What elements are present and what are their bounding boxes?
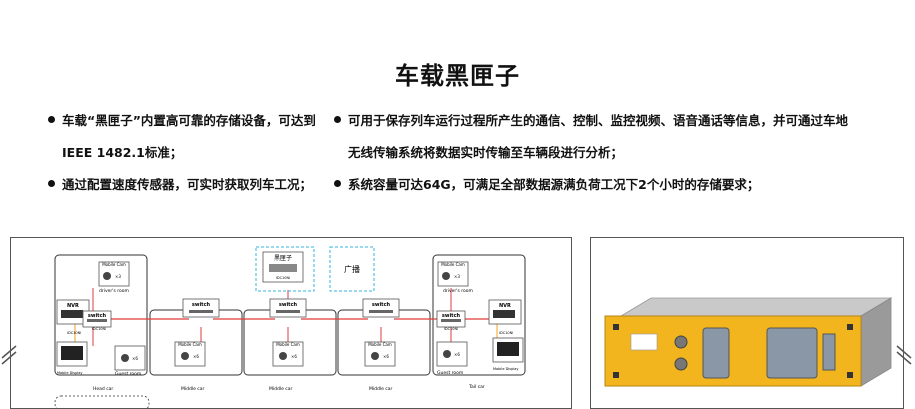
- mobile-cam-box: [272, 341, 304, 367]
- switch-device-icon: [369, 310, 393, 313]
- screw-icon: [847, 372, 853, 378]
- mobile-cam-label: Mobile Cam: [368, 342, 392, 347]
- legend-dashed-box: [54, 395, 150, 408]
- bullet-dot: [48, 180, 55, 187]
- mobile-cam-box: [364, 341, 396, 367]
- device-front-panel: [604, 315, 862, 387]
- car-frame-head: [54, 254, 148, 376]
- mobile-cam-label: Mobile Cam: [276, 342, 300, 347]
- connector-icon: [674, 357, 688, 371]
- switch-label: switch: [192, 302, 211, 308]
- device-photo-panel: [590, 237, 904, 409]
- switch-device-icon: [189, 310, 213, 313]
- switch-device-icon: [87, 319, 107, 322]
- display-icon: [497, 342, 519, 356]
- connector-icon: [674, 335, 688, 349]
- blackbox-device-icon: [269, 264, 297, 272]
- network-diagram-svg: Mobile Cam ×3 driver's room NVR IDC10NI …: [54, 246, 526, 408]
- screw-icon: [613, 372, 619, 378]
- mobile-cam-box: [437, 261, 469, 287]
- bullet-dot: [334, 116, 341, 123]
- display-icon: [61, 346, 83, 360]
- prev-arrow-icon[interactable]: [0, 340, 20, 370]
- mobile-cam-box: [436, 341, 468, 367]
- camera-icon: [442, 272, 450, 280]
- camera-icon: [443, 350, 451, 358]
- handle-right: [822, 333, 836, 371]
- broadcast-label: 广播: [344, 264, 360, 274]
- mobile-display-label: Mobile Display: [57, 371, 83, 375]
- camera-icon: [181, 352, 189, 360]
- screw-icon: [613, 324, 619, 330]
- mobile-cam-label: Mobile Cam: [178, 342, 202, 347]
- bullet-1-line1: 车载“黑匣子”内置高可靠的存储设备，可达到: [62, 113, 316, 128]
- handle-left: [702, 327, 730, 379]
- bullet-2-line2: 无线传输系统将数据实时传输至车辆段进行分析；: [348, 145, 624, 160]
- switch-device-icon: [441, 319, 461, 322]
- camera-icon: [103, 272, 111, 280]
- mobile-cam-box: [174, 341, 206, 367]
- car-label-head: Head car: [93, 386, 113, 392]
- device-label-sticker: [630, 333, 658, 351]
- car-frame-tail: [432, 254, 526, 376]
- switch-device-icon: [276, 310, 300, 313]
- bullet-3: 通过配置速度传感器，可实时获取列车工况；: [48, 177, 312, 193]
- bullet-3-line1: 通过配置速度传感器，可实时获取列车工况；: [62, 177, 313, 192]
- switch-sub: IDC10NI: [92, 327, 106, 331]
- network-diagram: Mobile Cam ×3 driver's room NVR IDC10NI …: [10, 237, 572, 409]
- camera-icon: [279, 352, 287, 360]
- nvr-device-icon: [493, 310, 515, 318]
- blackbox-sub: IDC10NI: [276, 276, 290, 280]
- bullet-2-line1: 可用于保存列车运行过程所产生的通信、控制、监控视频、语音通话等信息，并可通过车地: [348, 113, 849, 128]
- camera-icon: [371, 352, 379, 360]
- car-label-tail: Tail car: [468, 384, 485, 390]
- bullet-dot: [48, 116, 55, 123]
- nvr-label: NVR: [499, 303, 511, 309]
- bullet-dot: [334, 180, 341, 187]
- guest-room-label: Guest room: [115, 371, 141, 377]
- nvr-device-icon: [61, 310, 83, 318]
- cam-count: ×6: [193, 354, 199, 359]
- cam-count: ×6: [383, 354, 389, 359]
- cam-count: ×6: [291, 354, 297, 359]
- car-label-middle-2: Middle car: [269, 386, 293, 392]
- car-label-middle-3: Middle car: [369, 386, 393, 392]
- cam-count: ×6: [132, 356, 138, 361]
- camera-icon: [121, 354, 129, 362]
- switch-label: switch: [279, 302, 298, 308]
- nvr-label: NVR: [67, 303, 79, 309]
- bullet-1: 车载“黑匣子”内置高可靠的存储设备，可达到: [48, 113, 316, 129]
- mobile-cam-label: Mobile Cam: [441, 262, 465, 267]
- nvr-sub: IDC10NI: [67, 331, 81, 335]
- bullet-2: 可用于保存列车运行过程所产生的通信、控制、监控视频、语音通话等信息，并可通过车地: [334, 113, 848, 129]
- mobile-cam-label: Mobile Cam: [102, 262, 126, 267]
- car-label-middle-1: Middle car: [181, 386, 205, 392]
- cam-count: ×3: [454, 274, 460, 279]
- mobile-display-label: Mobile Display: [493, 367, 519, 371]
- mobile-cam-box: [114, 345, 146, 371]
- cam-count: ×3: [115, 274, 121, 279]
- next-arrow-icon[interactable]: [893, 340, 913, 370]
- switch-sub: IDC10NI: [444, 327, 458, 331]
- switch-label: switch: [88, 313, 107, 319]
- nvr-sub: IDC10NI: [499, 331, 513, 335]
- blackbox-highlight: [255, 246, 315, 292]
- bullet-4-line1: 系统容量可达64G，可满足全部数据源满负荷工况下2个小时的存储要求；: [348, 177, 760, 192]
- switch-label: switch: [372, 302, 391, 308]
- device-top-face: [619, 297, 893, 317]
- bullet-1-line2: IEEE 1482.1标准；: [62, 145, 183, 160]
- screw-icon: [847, 324, 853, 330]
- drivers-room-label: driver's room: [99, 288, 129, 294]
- cam-count: ×6: [454, 352, 460, 357]
- page-title: 车载黑匣子: [395, 62, 520, 90]
- storage-module: [766, 327, 818, 379]
- drivers-room-label: driver's room: [443, 288, 473, 294]
- blackbox-label: 黑匣子: [274, 255, 292, 262]
- bullet-4: 系统容量可达64G，可满足全部数据源满负荷工况下2个小时的存储要求；: [334, 177, 759, 193]
- device-photo: [604, 297, 893, 387]
- guest-room-label: Guest room: [437, 370, 463, 376]
- broadcast-highlight: [329, 246, 375, 292]
- switch-label: switch: [442, 313, 461, 319]
